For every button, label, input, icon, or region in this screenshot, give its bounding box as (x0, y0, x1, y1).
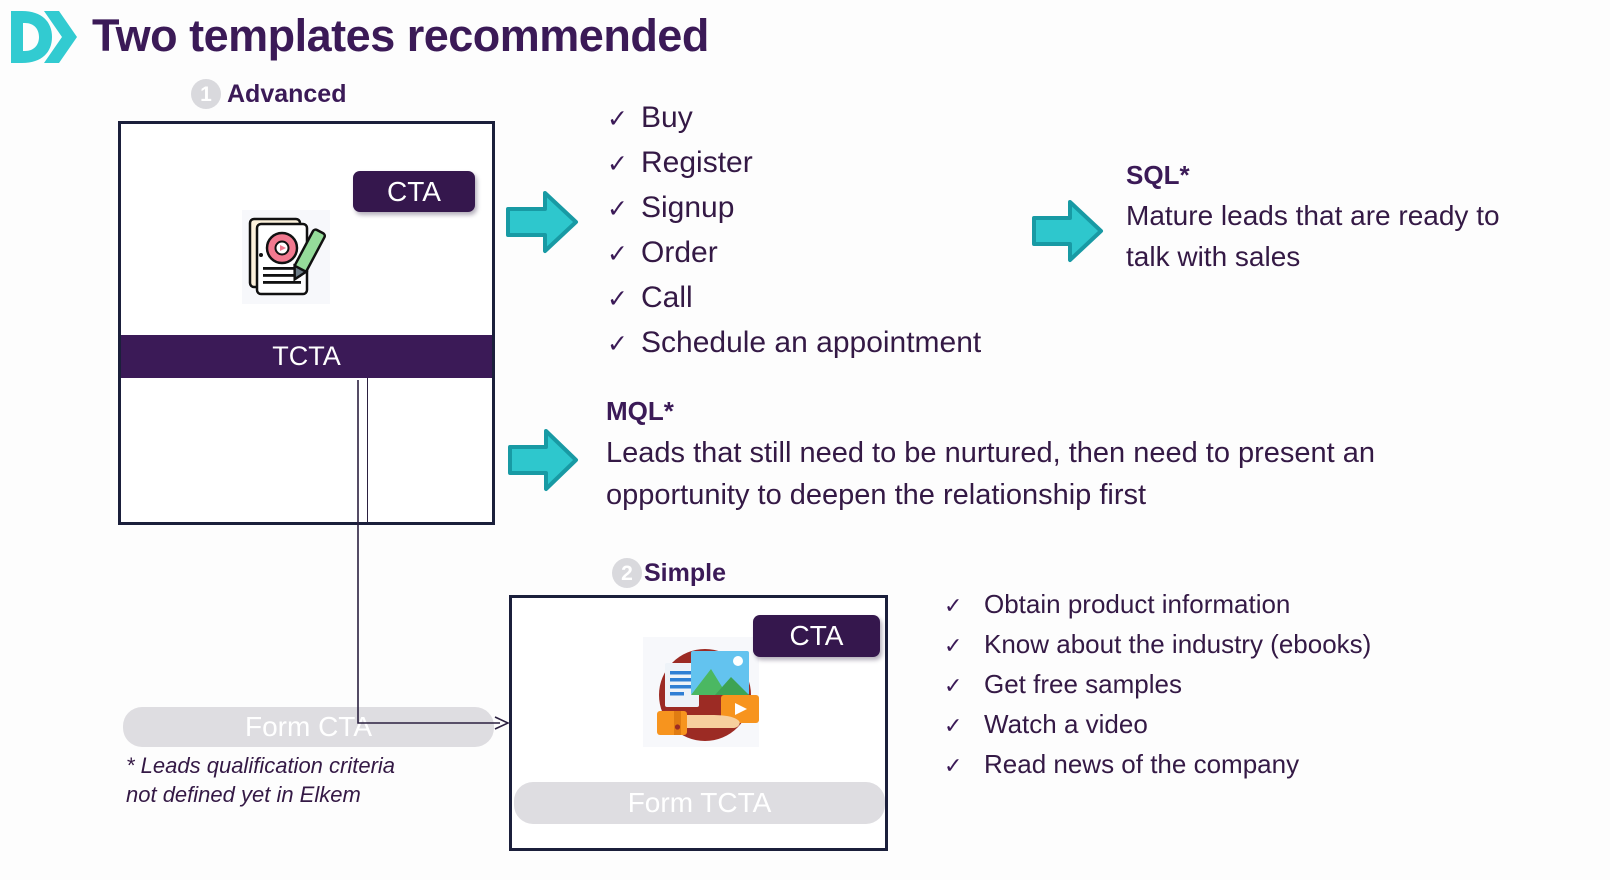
lead-title: SQL* (1126, 160, 1190, 190)
cta-button-advanced[interactable]: CTA (353, 171, 475, 212)
list-item: ✓ Buy (607, 101, 981, 146)
step-number-badge: 1 (191, 79, 221, 109)
list-item: ✓ Read news of the company (944, 749, 1371, 789)
template-card-advanced[interactable]: CTA TCTA Form CTA (118, 121, 495, 747)
check-icon: ✓ (944, 713, 963, 738)
list-item-label: Buy (641, 101, 693, 134)
bullet-list-simple: ✓ Obtain product information ✓ Know abou… (944, 589, 1371, 789)
check-icon: ✓ (944, 593, 963, 618)
advanced-lower-area: Form CTA (121, 378, 494, 747)
lead-title: MQL* (606, 396, 674, 426)
step-label: Advanced (227, 79, 347, 108)
list-item-label: Get free samples (984, 669, 1182, 699)
page-title: Two templates recommended (92, 10, 709, 61)
advanced-hero-area: CTA (121, 124, 492, 335)
form-tcta-field-simple[interactable]: Form TCTA (514, 782, 885, 824)
lead-description: Leads that still need to be nurtured, th… (606, 437, 1376, 512)
list-item-label: Signup (641, 191, 735, 224)
footnote-text: * Leads qualification criteria not defin… (126, 753, 396, 808)
advanced-column-divider (367, 378, 368, 522)
arrow-right-icon (1031, 198, 1104, 264)
step-header-advanced: 1 Advanced (191, 79, 346, 109)
list-item-label: Read news of the company (984, 749, 1300, 779)
list-item: ✓ Schedule an appointment (607, 326, 981, 371)
step-number-badge: 2 (612, 558, 642, 588)
hand-holding-content-icon (643, 637, 759, 747)
template-card-simple[interactable]: CTA Form TCTA (509, 595, 888, 851)
list-item: ✓ Watch a video (944, 709, 1371, 749)
documents-video-pencil-icon (242, 210, 330, 304)
arrow-right-icon (507, 427, 579, 493)
elkem-x-logo-icon (8, 6, 80, 68)
check-icon: ✓ (944, 633, 963, 658)
tcta-band-advanced: TCTA (121, 335, 492, 378)
bullet-list-advanced: ✓ Buy ✓ Register ✓ Signup ✓ Order ✓ Call… (607, 101, 981, 371)
check-icon: ✓ (944, 753, 963, 778)
check-icon: ✓ (607, 105, 628, 133)
form-cta-field-advanced[interactable]: Form CTA (123, 707, 494, 747)
step-header-simple: 2 Simple (612, 558, 726, 588)
list-item: ✓ Order (607, 236, 981, 281)
check-icon: ✓ (944, 673, 963, 698)
cta-button-simple[interactable]: CTA (753, 615, 880, 657)
list-item: ✓ Call (607, 281, 981, 326)
lead-description: Mature leads that are ready to talk with… (1126, 200, 1500, 272)
list-item: ✓ Signup (607, 191, 981, 236)
list-item-label: Schedule an appointment (641, 326, 982, 359)
list-item-label: Watch a video (984, 709, 1148, 739)
list-item-label: Call (641, 281, 693, 314)
list-item-label: Register (641, 146, 753, 179)
list-item: ✓ Know about the industry (ebooks) (944, 629, 1371, 669)
list-item: ✓ Register (607, 146, 981, 191)
check-icon: ✓ (607, 195, 628, 223)
list-item: ✓ Obtain product information (944, 589, 1371, 629)
check-icon: ✓ (607, 150, 628, 178)
lead-block-mql: MQL* Leads that still need to be nurture… (606, 396, 1466, 517)
step-label: Simple (644, 558, 726, 587)
list-item-label: Know about the industry (ebooks) (984, 629, 1372, 659)
list-item-label: Obtain product information (984, 589, 1291, 619)
check-icon: ✓ (607, 240, 628, 268)
check-icon: ✓ (607, 330, 628, 358)
list-item-label: Order (641, 236, 718, 269)
lead-block-sql: SQL* Mature leads that are ready to talk… (1126, 160, 1546, 278)
list-item: ✓ Get free samples (944, 669, 1371, 709)
check-icon: ✓ (607, 285, 628, 313)
arrow-right-icon (505, 189, 579, 255)
